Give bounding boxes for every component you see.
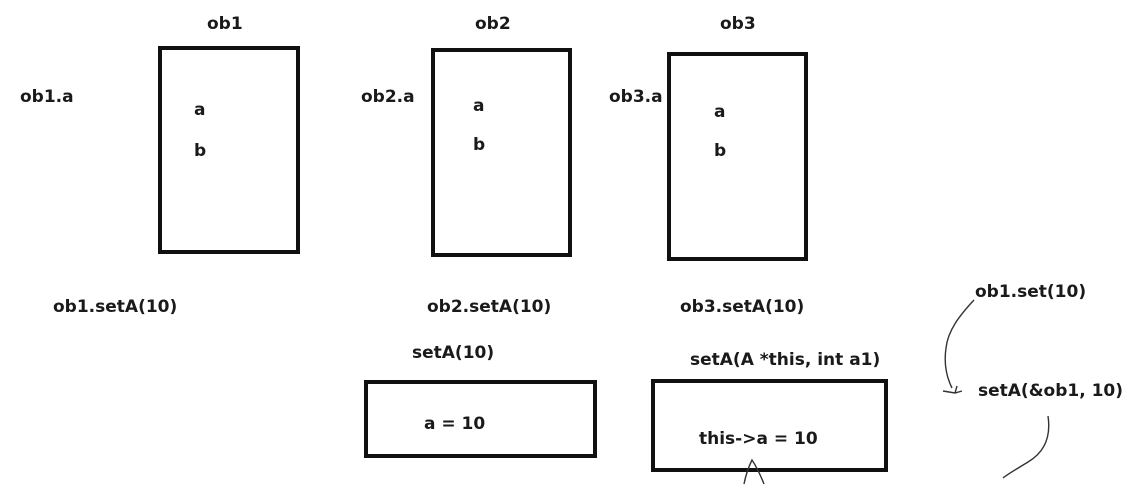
- member-label-ob2-a: ob2.a: [361, 87, 415, 107]
- member-label-ob1-a: ob1.a: [20, 87, 74, 107]
- field-a-ob3: a: [714, 102, 726, 122]
- curved-arrow-to-target: [944, 299, 975, 389]
- function-box-this: [651, 379, 888, 472]
- field-a-ob2: a: [473, 96, 485, 116]
- function-signature-this: setA(A *this, int a1): [690, 350, 881, 370]
- call-ob3: ob3.setA(10): [680, 297, 805, 317]
- arrowhead-to-target: [942, 385, 963, 394]
- function-body-plain: a = 10: [424, 414, 486, 434]
- function-box-plain: [364, 380, 597, 458]
- translation-source: ob1.set(10): [975, 282, 1087, 302]
- object-title-ob2: ob2: [475, 14, 511, 34]
- call-ob1: ob1.setA(10): [53, 297, 178, 317]
- field-b-ob3: b: [714, 141, 727, 161]
- object-box-ob2: [431, 48, 572, 257]
- object-box-ob1: [158, 46, 300, 254]
- translation-target: setA(&ob1, 10): [978, 381, 1124, 401]
- function-signature-plain: setA(10): [412, 343, 495, 363]
- object-title-ob3: ob3: [720, 14, 756, 34]
- field-b-ob2: b: [473, 135, 486, 155]
- member-label-ob3-a: ob3.a: [609, 87, 663, 107]
- field-a-ob1: a: [194, 100, 206, 120]
- call-ob2: ob2.setA(10): [427, 297, 552, 317]
- curved-line-from-target: [1002, 415, 1050, 479]
- object-title-ob1: ob1: [207, 14, 243, 34]
- object-box-ob3: [667, 52, 808, 261]
- field-b-ob1: b: [194, 141, 207, 161]
- function-body-this: this->a = 10: [699, 429, 818, 449]
